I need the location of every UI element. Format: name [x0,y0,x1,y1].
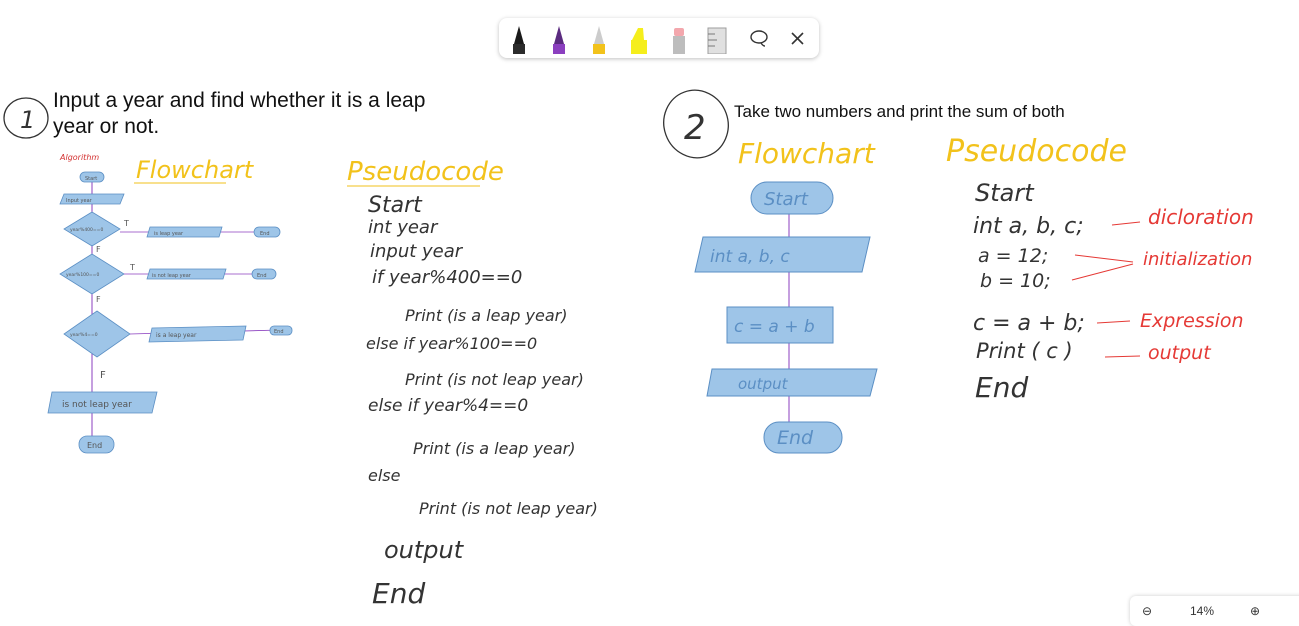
q1-fc-end2-text: End [257,273,267,279]
q1-fc-d1-text: year%400==0 [70,227,103,233]
q1-pseudocode-heading: Pseudocode [347,157,504,187]
q2-flowchart-heading: Flowchart [738,137,876,170]
q1-fc-end3-text: End [274,329,284,335]
q2-flowchart: Start int a, b, c c = a + b output End [694,181,878,454]
q1-title: Input a year and find whether it is a le… [53,88,425,140]
q2-pc-0: Start [975,179,1035,207]
q1-pc-6: Print (is not leap year) [405,370,584,389]
close-icon[interactable] [786,24,810,54]
q1-fc-f1: F [96,245,101,254]
highlighter-icon[interactable] [627,24,651,54]
q2-fc-start [750,181,834,215]
zoom-out-button[interactable]: ⊖ [1142,604,1153,618]
q1-number: 1 [20,106,35,134]
q2-annotations: dicloration initialization Expression ou… [1071,205,1254,364]
q2-pseudocode-heading: Pseudocode [946,134,1127,169]
q2-fc-start-text: Start [764,189,809,210]
q2-pc-2: a = 12; [978,245,1048,267]
q1-fc-d1 [63,211,121,247]
q2-fc-expr-text: c = a + b [734,317,815,337]
q1-pc-11: output [384,536,465,564]
zoom-level: 14% [1190,604,1215,618]
q2-fc-end-text: End [777,427,814,449]
q2-number: 2 [684,108,706,148]
q1-fc-input [59,193,125,205]
q1-fc-t2: T [129,263,135,272]
q1-pseudocode: Start int year input year if year%400==0… [366,193,598,610]
q1-fc-end2 [251,268,277,280]
q1-fc-end1-text: End [260,231,270,237]
q2-fc-end [763,421,843,454]
q1-pc-7: else if year%4==0 [368,396,528,416]
q2-fc-output [706,368,878,397]
q1-fc-input-text: Input year [66,198,93,204]
q1-fc-f2: F [96,295,101,304]
eraser-icon[interactable] [667,24,691,54]
q2-pc-1: int a, b, c; [973,214,1084,239]
q2-ann-declaration: dicloration [1148,205,1254,229]
q1-fc-end4 [78,435,115,454]
q1-fc-f3: F [100,370,106,381]
q1-pc-1: int year [368,217,439,238]
q1-pc-4: Print (is a leap year) [405,306,567,325]
q2-pc-4: c = a + b; [973,311,1085,336]
q1-fc-end1 [253,226,281,238]
q2-fc-output-text: output [738,375,789,393]
q1-fc-end3 [269,325,293,336]
q2-fc-expr [726,306,834,344]
q2-ann-expression: Expression [1140,310,1244,332]
purple-pen-icon[interactable] [547,24,571,54]
q2-pc-6: End [975,371,1028,404]
q1-pc-3: if year%400==0 [372,267,522,288]
q2-pc-3: b = 10; [980,270,1051,292]
q1-pc-5: else if year%100==0 [366,334,537,353]
q1-fc-t1: T [123,219,129,228]
zoom-control: ⊖ 14% ⊕ [1130,596,1299,626]
black-pen-icon[interactable] [507,24,531,54]
ink-toolbar [499,18,819,58]
q1-pc-9: else [368,466,401,485]
q1-fc-o1 [146,226,223,238]
q1-algorithm-label: Algorithm [59,153,99,162]
q2-pseudocode: Start int a, b, c; a = 12; b = 10; c = a… [973,179,1085,404]
yellow-pen-icon[interactable] [587,24,611,54]
q2-pc-5: Print ( c ) [976,339,1073,363]
q2-fc-decl-text: int a, b, c [710,247,790,267]
q1-flowchart: Start Input year year%400==0 year%100==0… [47,171,293,454]
q1-pc-10: Print (is not leap year) [419,499,598,518]
q1-pc-2: input year [370,241,464,262]
q1-fc-start-text: Start [85,176,97,182]
q2-ann-output: output [1148,342,1212,364]
q1-number-circle: 1 [3,97,49,139]
q2-fc-decl [694,236,871,273]
q1-fc-o3-text: is a leap year [156,332,197,339]
q1-fc-d2 [59,253,125,295]
q2-ann-initialization: initialization [1143,249,1252,270]
q1-pc-0: Start [368,193,423,218]
q1-fc-o1-text: is leap year [154,231,184,237]
q1-title-line2: year or not. [53,115,160,138]
q2-number-circle: 2 [663,89,729,159]
q1-fc-d2-text: year%100==0 [66,272,99,278]
q1-fc-end4-text: End [87,441,102,450]
q1-flowchart-heading: Flowchart [136,156,255,184]
q2-title: Take two numbers and print the sum of bo… [734,102,1065,121]
q1-fc-o2 [146,268,227,280]
q1-fc-d3 [63,310,131,358]
q1-fc-o4-text: is not leap year [62,400,132,410]
q1-title-line1: Input a year and find whether it is a le… [53,89,426,112]
zoom-in-button[interactable]: ⊕ [1250,604,1261,618]
q1-fc-d3-text: year%4==0 [70,332,98,338]
q1-fc-o4 [47,391,158,414]
q1-pc-8: Print (is a leap year) [413,439,575,458]
q1-fc-start [79,171,105,183]
q1-pc-12: End [372,577,425,610]
ruler-icon[interactable] [705,24,729,54]
q1-fc-o2-text: is not leap year [152,273,192,279]
lasso-icon[interactable] [747,24,771,54]
q1-fc-o3 [148,325,247,343]
